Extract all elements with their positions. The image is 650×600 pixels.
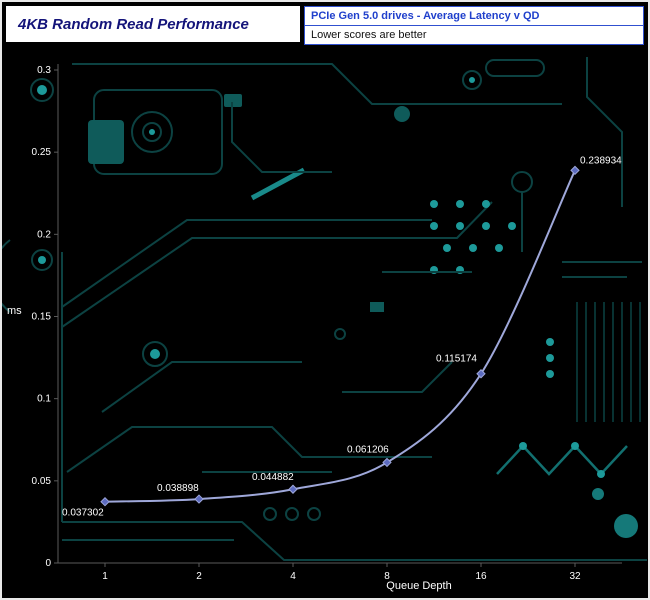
circuit-ring: [142, 122, 162, 142]
circuit-via: [546, 338, 554, 346]
x-axis-title: Queue Depth: [386, 580, 452, 592]
x-tick-label: 2: [196, 571, 202, 582]
circuit-ring: [31, 249, 53, 271]
circuit-pad: [592, 488, 604, 500]
x-tick-label: 8: [384, 571, 390, 582]
circuit-via: [571, 442, 579, 450]
circuit-ring: [285, 507, 299, 521]
circuit-ring: [263, 507, 277, 521]
circuit-via: [519, 442, 527, 450]
via-dot-grid: [430, 200, 516, 274]
data-point-marker: [570, 165, 580, 176]
circuit-via: [149, 129, 155, 135]
x-tick-label: 4: [290, 571, 296, 582]
circuit-arc: [2, 239, 11, 313]
y-tick-label: 0: [45, 558, 51, 569]
circuit-via: [597, 470, 605, 478]
circuit-ring: [334, 328, 346, 340]
circuit-via: [546, 354, 554, 362]
chart-note: Lower scores are better: [311, 29, 427, 41]
data-point-marker: [100, 496, 110, 507]
circuit-ring: [30, 78, 54, 102]
circuit-via: [38, 256, 46, 264]
circuit-pad: [88, 120, 124, 164]
circuit-trace: [61, 219, 432, 308]
data-point-marker: [288, 484, 298, 494]
circuit-bright-trace: [250, 167, 306, 201]
data-point-marker: [476, 369, 486, 379]
circuit-pad: [224, 94, 242, 107]
circuit-ring: [462, 70, 482, 90]
circuit-board-art: [2, 57, 647, 561]
y-tick-label: 0.1: [37, 394, 51, 405]
y-axis-title: ms: [7, 305, 22, 317]
data-point-label: 0.037302: [62, 508, 104, 519]
y-tick-label: 0.2: [37, 229, 51, 240]
data-point-label: 0.061206: [347, 444, 389, 455]
circuit-via: [150, 349, 160, 359]
circuit-pad: [370, 302, 384, 312]
chart-info-box: PCIe Gen 5.0 drives - Average Latency v …: [304, 6, 644, 45]
x-tick-label: 32: [569, 571, 581, 582]
circuit-ring: [511, 171, 533, 193]
x-tick-label: 16: [475, 571, 487, 582]
header: 4KB Random Read Performance PCIe Gen 5.0…: [2, 2, 648, 48]
data-point-label: 0.044882: [252, 472, 294, 483]
data-point-marker: [194, 494, 204, 504]
data-point-label: 0.238934: [580, 155, 622, 166]
circuit-trace: [342, 361, 453, 393]
circuit-trace: [562, 261, 642, 278]
y-tick-label: 0.3: [37, 65, 51, 76]
circuit-via: [37, 85, 47, 95]
data-point-marker: [382, 457, 392, 468]
circuit-capsule: [485, 59, 545, 77]
circuit-trace: [66, 426, 432, 473]
y-tick-label: 0.05: [32, 476, 52, 487]
circuit-trace: [72, 63, 562, 105]
circuit-trace: [586, 57, 623, 207]
circuit-pad: [614, 514, 638, 538]
circuit-ring: [131, 111, 173, 153]
chart-title: 4KB Random Read Performance: [18, 15, 249, 33]
chart-subtitle: PCIe Gen 5.0 drives - Average Latency v …: [305, 7, 643, 26]
circuit-pad: [394, 106, 410, 122]
circuit-trace: [101, 361, 302, 413]
circuit-via: [469, 77, 475, 83]
data-point-label: 0.115174: [436, 354, 477, 365]
chart-title-box: 4KB Random Read Performance: [6, 6, 300, 42]
circuit-ring: [307, 507, 321, 521]
y-tick-label: 0.15: [32, 312, 52, 323]
circuit-trace: [62, 521, 647, 561]
circuit-ring: [142, 341, 168, 367]
circuit-bus-lines: [576, 302, 641, 422]
circuit-trace: [231, 102, 332, 173]
circuit-zigzag: [496, 444, 628, 476]
circuit-via: [546, 370, 554, 378]
data-point-label: 0.038898: [157, 483, 199, 494]
x-tick-label: 1: [102, 571, 108, 582]
y-tick-label: 0.25: [32, 147, 52, 158]
circuit-trace: [61, 201, 493, 328]
